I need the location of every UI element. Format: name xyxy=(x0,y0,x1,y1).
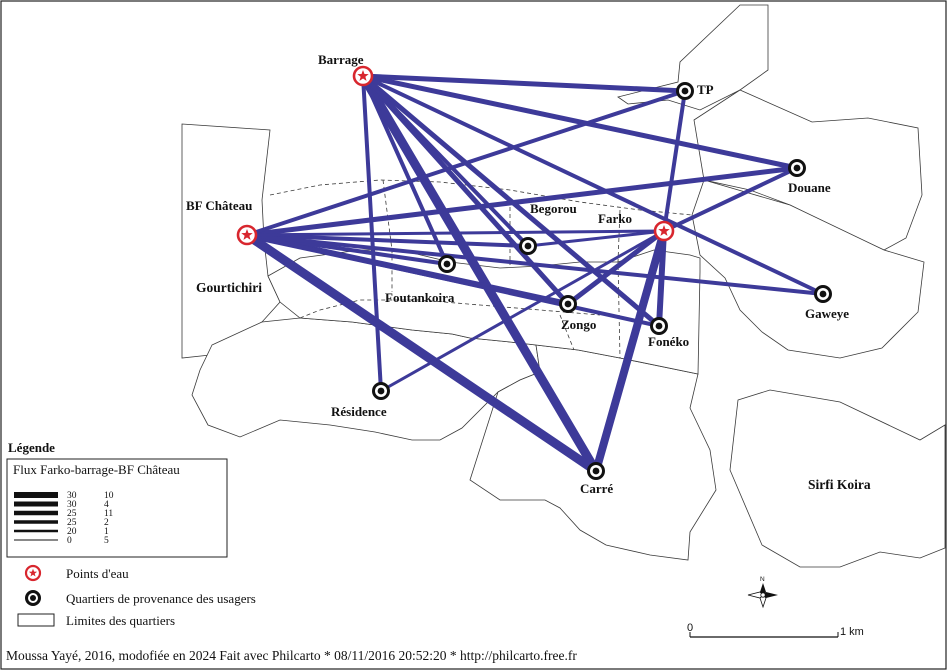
quarter-polygon xyxy=(691,179,925,359)
legend-title: Légende xyxy=(8,440,55,455)
flow-line-farko-tp xyxy=(662,89,687,233)
legend-flow-box xyxy=(6,458,228,558)
flow-line-farko-foneko xyxy=(656,228,667,329)
flow-line-barrage-tp xyxy=(360,73,688,94)
legend-flow-value-a: 0 xyxy=(67,536,72,546)
flow-line-barrage-douane xyxy=(360,73,800,171)
flow-line-bfchateau-douane xyxy=(244,165,800,238)
quarters-layer xyxy=(372,82,832,480)
flow-line-barrage-carre xyxy=(358,71,601,476)
water-point-farko xyxy=(653,220,675,242)
legend: Légende Flux Farko-barrage-BF Château 30… xyxy=(6,440,256,628)
label-foutankoira: Foutankoira xyxy=(385,290,455,305)
quarter-marker-tp xyxy=(676,82,694,100)
quarter-dashed-limit xyxy=(559,314,575,351)
legend-star-symbol xyxy=(24,564,42,582)
legend-flow-value-b: 2 xyxy=(104,518,109,528)
flow-line-farko-carre xyxy=(592,227,668,475)
flow-line-farko-zongo xyxy=(565,228,667,307)
label-barrage: Barrage xyxy=(318,52,364,67)
quarter-marker-foneko xyxy=(650,317,668,335)
label-begorou: Begorou xyxy=(530,201,577,216)
label-bf-chateau: BF Château xyxy=(186,198,252,213)
flow-line-barrage-gaweye xyxy=(361,74,825,296)
flows-layer xyxy=(242,71,825,476)
quarter-polygon xyxy=(729,389,946,568)
legend-flow-value-b: 1 xyxy=(104,527,109,537)
label-gourtichiri: Gourtichiri xyxy=(196,280,262,295)
legend-quarter-symbol xyxy=(25,590,41,606)
north-label: N xyxy=(760,576,765,583)
label-douane: Douane xyxy=(788,180,831,195)
quarter-marker-carre xyxy=(587,462,605,480)
quarter-marker-begorou xyxy=(519,237,537,255)
legend-flow-value-a: 25 xyxy=(67,518,77,528)
legend-flow-value-a: 25 xyxy=(67,509,77,519)
quarter-marker-foutankoira xyxy=(438,255,456,273)
legend-limit-symbol xyxy=(17,613,55,627)
legend-quarters-label: Quartiers de provenance des usagers xyxy=(66,591,256,606)
legend-flow-value-b: 4 xyxy=(104,500,109,510)
label-gaweye: Gaweye xyxy=(805,306,849,321)
flow-line-bfchateau-tp xyxy=(245,89,687,237)
water-points-layer xyxy=(236,65,675,246)
flow-line-bfchateau-farko xyxy=(245,229,666,237)
flow-line-barrage-begorou xyxy=(361,74,530,248)
quarter-marker-zongo xyxy=(559,295,577,313)
legend-flow-value-a: 30 xyxy=(67,491,77,501)
flow-line-farko-begorou xyxy=(526,229,666,248)
label-foneko: Fonéko xyxy=(648,334,689,349)
flow-line-bfchateau-foneko xyxy=(245,233,661,328)
flow-line-farko-residence xyxy=(379,229,666,393)
flow-line-bfchateau-begorou xyxy=(245,233,530,248)
legend-flow-value-b: 10 xyxy=(104,491,114,501)
flow-line-farko-douane xyxy=(662,166,799,233)
quarter-dashed-limit xyxy=(269,179,693,216)
legend-limits-label: Limites des quartiers xyxy=(66,613,175,628)
credit-footer: Moussa Yayé, 2016, modofiée en 2024 Fait… xyxy=(6,648,577,663)
quarter-boundaries xyxy=(181,4,946,568)
water-point-bfchateau xyxy=(236,224,258,246)
label-zongo: Zongo xyxy=(561,317,596,332)
legend-flow-value-a: 30 xyxy=(67,500,77,510)
labels-layer: Barrage BF Château Farko TP Douane Begor… xyxy=(186,52,871,496)
legend-water-points-label: Points d'eau xyxy=(66,566,129,581)
scale-zero-label: 0 xyxy=(687,622,693,634)
legend-flow-value-b: 5 xyxy=(104,536,109,546)
scale-bar: 0 1 km xyxy=(687,622,864,638)
legend-flow-title: Flux Farko-barrage-BF Château xyxy=(13,462,180,477)
quarter-marker-gaweye xyxy=(814,285,832,303)
legend-flow-value-a: 20 xyxy=(67,527,77,537)
label-residence: Résidence xyxy=(331,404,387,419)
water-point-barrage xyxy=(352,65,374,87)
label-sirfi-koira: Sirfi Koira xyxy=(808,477,871,492)
legend-flow-value-b: 11 xyxy=(104,509,113,519)
north-arrow: N xyxy=(747,576,778,609)
quarter-dashed-limit xyxy=(617,209,621,359)
label-carre: Carré xyxy=(580,481,613,496)
scale-end-label: 1 km xyxy=(840,626,864,638)
flow-line-barrage-foutankoira xyxy=(361,74,449,266)
quarter-marker-residence xyxy=(372,382,390,400)
flow-line-bfchateau-gaweye xyxy=(245,233,825,296)
quarter-marker-douane xyxy=(788,159,806,177)
flow-line-bfchateau-carre xyxy=(242,230,601,476)
quarter-dashed-limit xyxy=(299,299,601,319)
label-tp: TP xyxy=(697,82,714,97)
label-farko: Farko xyxy=(598,211,632,226)
